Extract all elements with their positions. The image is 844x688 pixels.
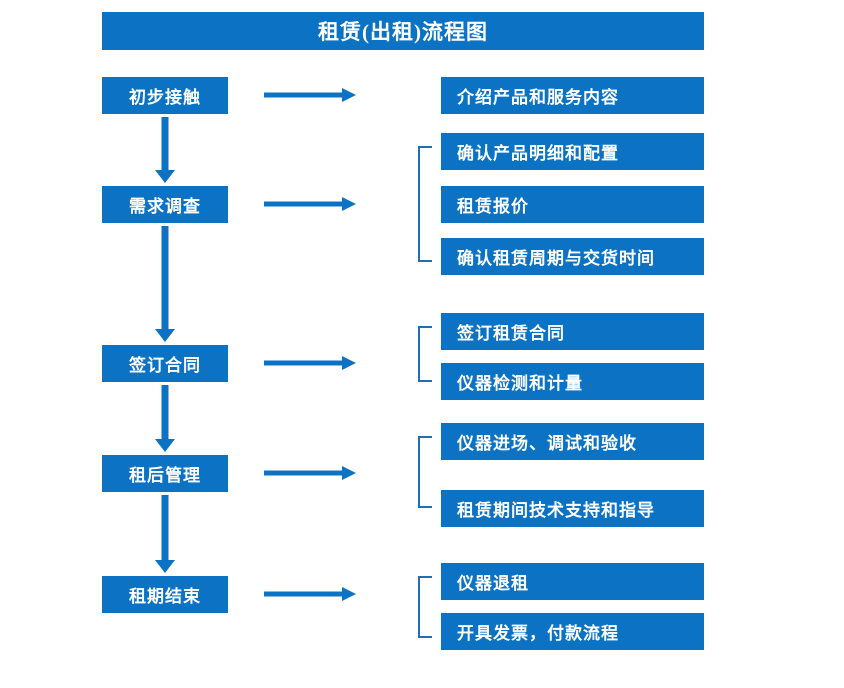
arrow-right-icon [264, 586, 356, 602]
detail-label: 仪器检测和计量 [457, 374, 583, 393]
stage-sign-contract[interactable]: 签订合同 [102, 345, 228, 382]
detail-label: 签订租赁合同 [457, 324, 565, 343]
detail-rental-quote[interactable]: 租赁报价 [441, 186, 704, 223]
detail-sign-rental-contract[interactable]: 签订租赁合同 [441, 313, 704, 350]
stage-label: 租后管理 [129, 466, 201, 485]
stage-label: 初步接触 [129, 88, 201, 107]
arrow-down-icon [154, 117, 176, 188]
arrow-down-icon [154, 385, 176, 457]
detail-confirm-spec[interactable]: 确认产品明细和配置 [441, 133, 704, 170]
arrow-down-icon [154, 226, 176, 347]
detail-intro-products[interactable]: 介绍产品和服务内容 [441, 77, 704, 114]
chart-title: 租赁(出租)流程图 [102, 12, 704, 50]
arrow-right-icon [264, 196, 356, 212]
arrow-right-icon [264, 355, 356, 371]
detail-label: 开具发票，付款流程 [457, 624, 619, 643]
detail-label: 仪器退租 [457, 574, 529, 593]
detail-label: 仪器进场、调试和验收 [457, 434, 637, 453]
group-bracket [418, 576, 432, 638]
detail-label: 租赁期间技术支持和指导 [457, 501, 655, 520]
detail-label: 介绍产品和服务内容 [457, 88, 619, 107]
detail-instrument-test[interactable]: 仪器检测和计量 [441, 363, 704, 400]
detail-label: 租赁报价 [457, 197, 529, 216]
detail-instrument-entry[interactable]: 仪器进场、调试和验收 [441, 423, 704, 460]
stage-demand-survey[interactable]: 需求调查 [102, 186, 228, 223]
stage-label: 需求调查 [129, 197, 201, 216]
stage-label: 签订合同 [129, 356, 201, 375]
detail-tech-support[interactable]: 租赁期间技术支持和指导 [441, 490, 704, 527]
detail-confirm-period[interactable]: 确认租赁周期与交货时间 [441, 238, 704, 275]
stage-rental-end[interactable]: 租期结束 [102, 576, 228, 613]
arrow-right-icon [264, 465, 356, 481]
group-bracket [418, 436, 432, 508]
stage-initial-contact[interactable]: 初步接触 [102, 77, 228, 114]
arrow-down-icon [154, 495, 176, 578]
arrow-right-icon [264, 87, 356, 103]
detail-label: 确认租赁周期与交货时间 [457, 249, 655, 268]
detail-instrument-return[interactable]: 仪器退租 [441, 563, 704, 600]
stage-label: 租期结束 [129, 587, 201, 606]
detail-invoice-payment[interactable]: 开具发票，付款流程 [441, 613, 704, 650]
group-bracket [418, 146, 432, 262]
group-bracket [418, 326, 432, 382]
detail-label: 确认产品明细和配置 [457, 144, 619, 163]
stage-post-rental-mgmt[interactable]: 租后管理 [102, 455, 228, 492]
